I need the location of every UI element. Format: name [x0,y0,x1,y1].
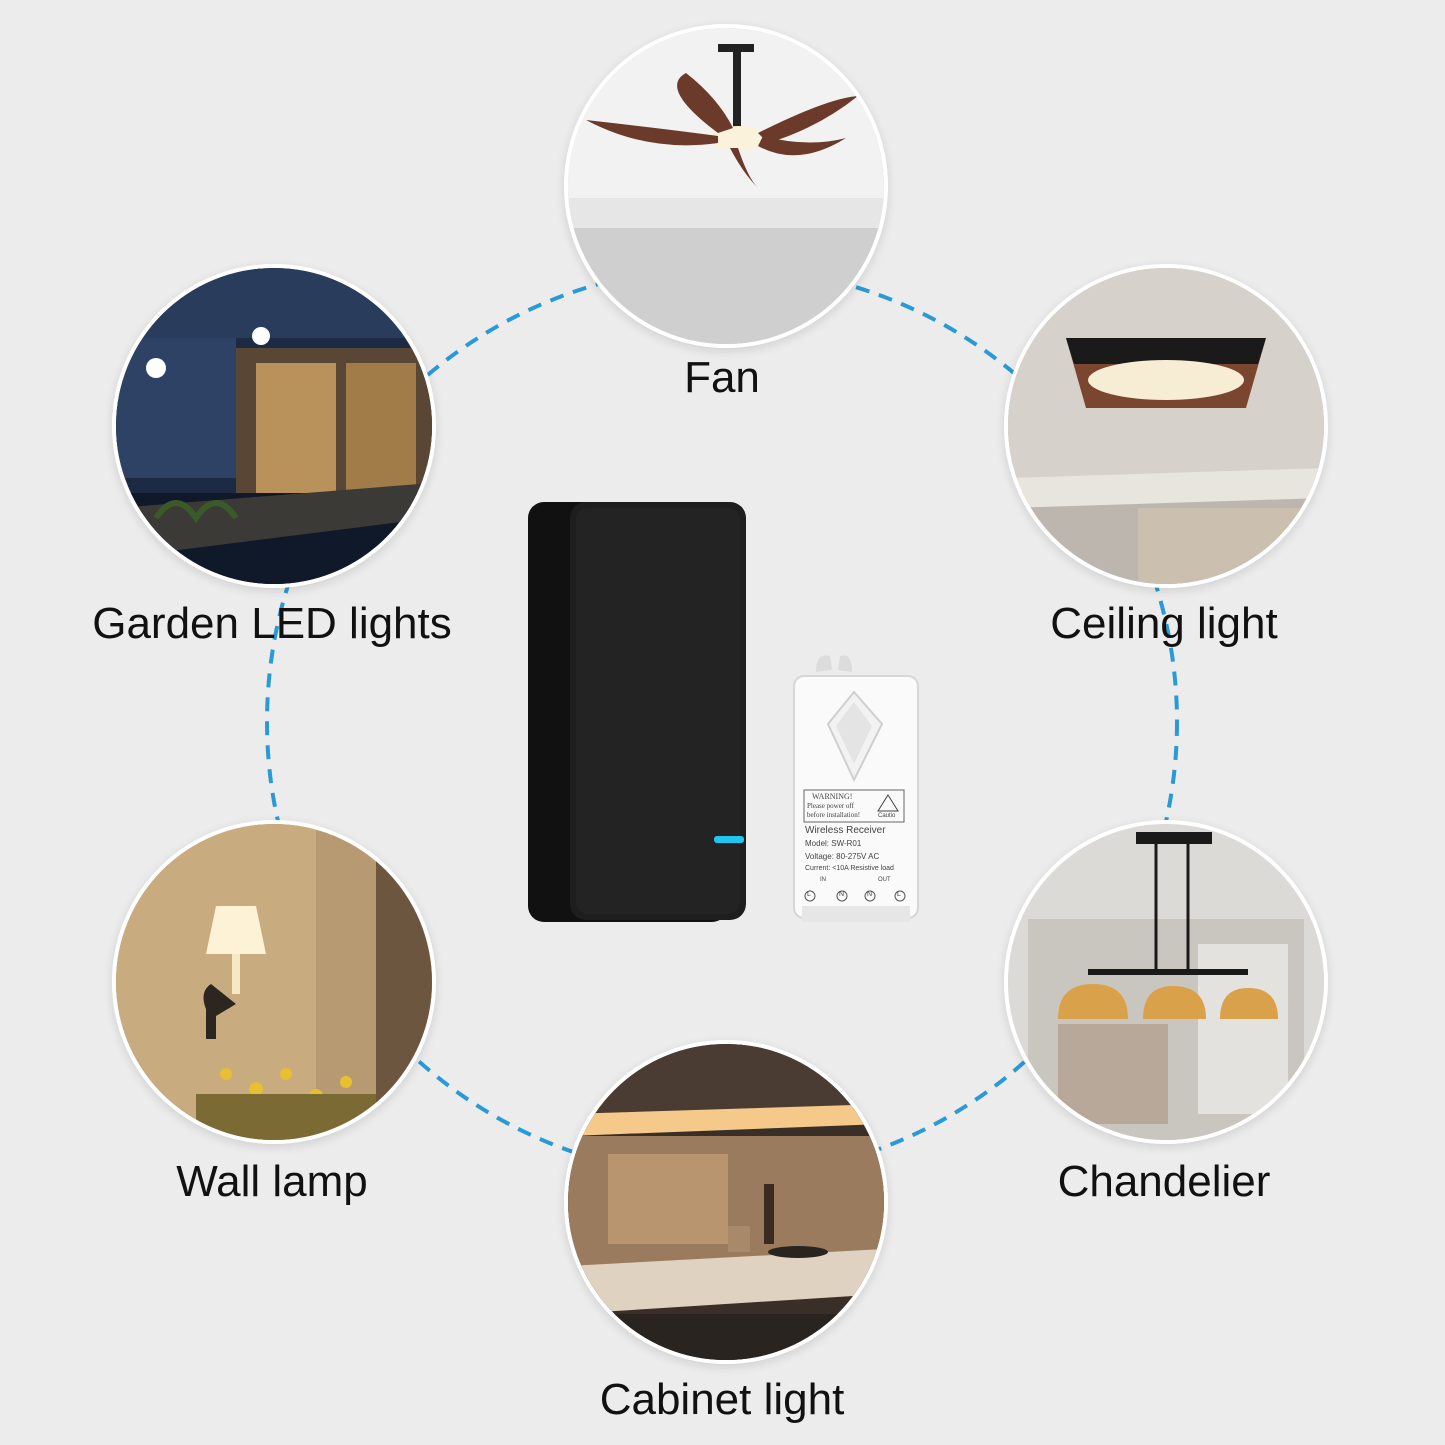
ceiling-light-label: Ceiling light [1050,599,1278,648]
receiver-warning-line1: Please power off [807,802,854,810]
receiver-model: Model: SW-R01 [805,839,862,848]
led-indicator [714,836,744,843]
garden-led-lights-image [112,264,436,588]
chandelier-image [1004,820,1328,1144]
wireless-wall-switch [528,502,746,922]
wireless-receiver: WARNING! Please power off before install… [792,652,920,927]
cabinet-light-label: Cabinet light [599,1375,845,1424]
receiver-terminal-3: N [867,891,873,898]
receiver-current: Current: <10A Resistive load [805,865,894,872]
receiver-warning-title: WARNING! [812,792,853,801]
receiver-in-label: IN [820,877,826,883]
receiver-terminal-2: N [839,891,845,898]
receiver-terminal-1: L [807,891,811,898]
wall-lamp-label: Wall lamp [176,1157,368,1206]
cabinet-light-image [564,1040,888,1364]
fan-image [564,24,888,348]
receiver-out-label: OUT [878,877,891,883]
receiver-voltage: Voltage: 80-275V AC [805,852,880,861]
chandelier-label: Chandelier [1057,1157,1271,1206]
ceiling-light-image [1004,264,1328,588]
receiver-caution: Cautio [878,813,896,819]
receiver-warning-line2: before installation! [807,811,861,819]
fan-label: Fan [684,353,760,402]
wall-lamp-image [112,820,436,1144]
garden-led-lights-label: Garden LED lights [92,599,452,648]
receiver-name: Wireless Receiver [805,825,886,836]
receiver-terminal-4: L [897,891,901,898]
